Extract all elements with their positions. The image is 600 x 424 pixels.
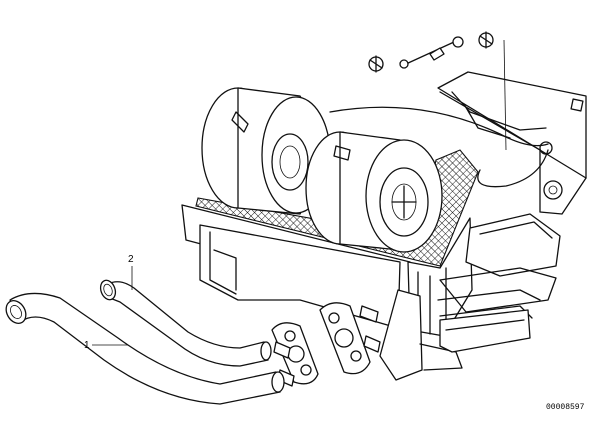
clip-part-right <box>478 31 494 49</box>
callout-2-label: 2 <box>128 254 134 265</box>
clip-part-left <box>368 55 384 73</box>
reference-number: 00008597 <box>546 403 585 412</box>
callout-2: 2 <box>128 254 134 290</box>
hose-2 <box>99 279 272 367</box>
blower-fan-right <box>305 131 443 253</box>
callout-1-label: 1 <box>84 340 90 351</box>
flange-plate-right <box>319 302 371 375</box>
callout-1: 1 <box>84 340 128 351</box>
leader-line-top <box>503 39 507 151</box>
hose-1 <box>5 292 285 405</box>
control-unit <box>329 71 587 215</box>
flange-plate-left <box>271 322 319 385</box>
air-duct <box>437 213 561 353</box>
link-rod <box>399 36 464 69</box>
